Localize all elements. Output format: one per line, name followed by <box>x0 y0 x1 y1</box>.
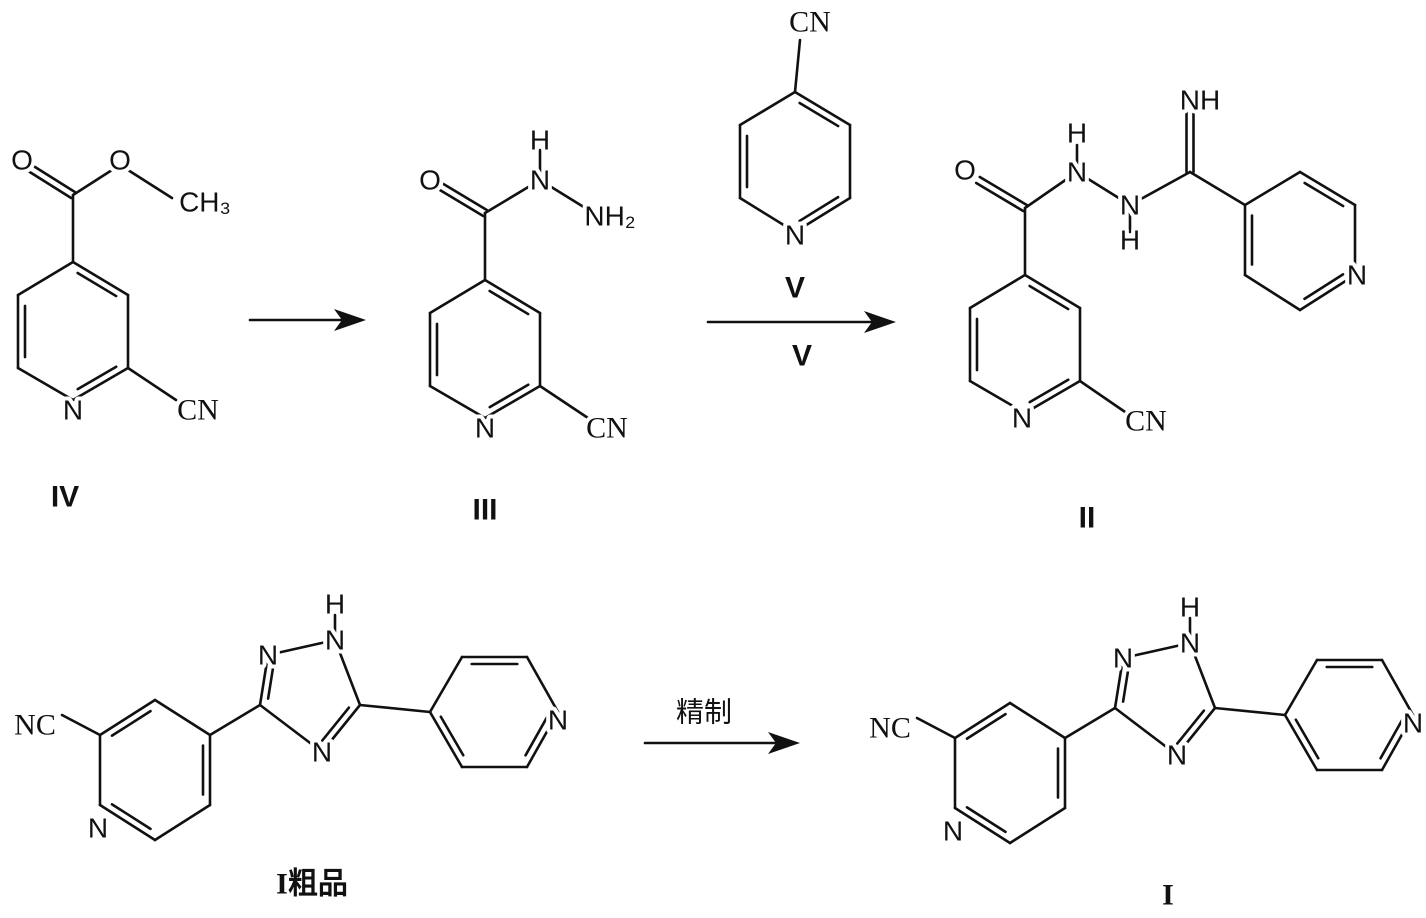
ring-bond <box>795 92 850 125</box>
methyl-group: CH₃ <box>179 187 231 218</box>
hydrazide-hydrogen-2: H <box>1120 225 1140 256</box>
bond <box>62 715 100 735</box>
bond <box>73 170 112 195</box>
triazole-nitrogen-2: N <box>258 640 278 671</box>
double-bond <box>980 177 1027 205</box>
ring-bond <box>1025 275 1080 308</box>
triazole-nitrogen-2: N <box>1113 643 1133 674</box>
ring-bond <box>740 92 795 125</box>
reagent-label-v: V <box>792 340 812 373</box>
ring-bond <box>1245 172 1300 205</box>
ring-bond <box>485 280 540 313</box>
pyridine-nitrogen: N <box>475 413 495 444</box>
ring-bond <box>430 280 485 313</box>
ring-bond <box>1285 715 1317 770</box>
hydrazide-hydrogen-1: H <box>1067 118 1087 149</box>
ring-bond <box>1285 660 1317 715</box>
compound-label-iv: IV <box>51 481 79 514</box>
compound-label-i: I <box>1162 879 1174 912</box>
pyridine-nitrogen: N <box>943 816 963 847</box>
ester-oxygen: O <box>109 145 131 176</box>
ring-bond <box>100 700 155 735</box>
triazole-nitrogen-1: N <box>325 625 345 656</box>
ring-bond <box>155 700 210 735</box>
compound-label-iii: III <box>472 494 497 527</box>
hydrazide-hydrogen: H <box>530 125 550 156</box>
triazole-hydrogen: H <box>325 589 345 620</box>
pyridine-nitrogen: N <box>88 813 108 844</box>
compound-label-ii: II <box>1079 502 1096 535</box>
pyridine-nitrogen: N <box>63 395 83 426</box>
compound-iv: O O CH₃ N CN IV <box>11 145 231 514</box>
hydrazide-nitrogen: N <box>530 165 550 196</box>
cyano-group: CN <box>1125 405 1167 438</box>
ring-bond <box>1245 275 1300 310</box>
bond <box>917 718 955 738</box>
bond <box>1065 708 1115 738</box>
pyridine-nitrogen-2: N <box>1347 260 1367 291</box>
bond <box>210 705 260 735</box>
compound-ii: ONHNHNHNNCNII <box>954 85 1367 535</box>
ring-bond <box>1025 381 1080 413</box>
compound-label-v: V <box>785 272 805 305</box>
carbonyl-oxygen: O <box>419 165 441 196</box>
cyano-group: CN <box>586 412 628 445</box>
ring-bond <box>955 703 1010 738</box>
compound-iii: ONHNH₂NCNIII <box>419 125 636 527</box>
imine-group: NH <box>1180 85 1220 116</box>
ring-bond <box>430 657 462 712</box>
triazole-hydrogen: H <box>1180 592 1200 623</box>
ring-bond <box>430 712 462 767</box>
bond <box>1215 708 1285 715</box>
cyano-group: NC <box>869 712 911 745</box>
arrow-step2: V <box>708 311 896 373</box>
bond <box>128 170 172 198</box>
carbonyl-oxygen: O <box>11 145 33 176</box>
hydrazide-nitrogen-1: N <box>1067 157 1087 188</box>
ring-bond <box>970 275 1025 308</box>
ring-bond <box>18 262 73 295</box>
bond <box>795 40 800 92</box>
refining-condition-label: 精制 <box>676 696 732 729</box>
pyridine-nitrogen-2: N <box>1403 708 1423 739</box>
ring-bond <box>73 262 128 295</box>
pyridine-nitrogen: N <box>785 220 805 251</box>
compound-i: NCNNNHNNI <box>869 592 1423 912</box>
triazole-nitrogen-4: N <box>1167 740 1187 771</box>
cyano-group: CN <box>177 394 219 427</box>
bond <box>540 386 588 418</box>
arrow-step1 <box>250 309 366 331</box>
triazole-nitrogen-1: N <box>1180 628 1200 659</box>
compound-v: CN NV <box>740 6 850 305</box>
cyano-group: CN <box>789 6 831 39</box>
bond <box>360 705 430 712</box>
cyano-group: NC <box>14 709 56 742</box>
hydrazide-nitrogen-2: N <box>1120 190 1140 221</box>
ring-bond <box>955 808 1010 843</box>
triazole-nitrogen-4: N <box>312 737 332 768</box>
pyridine-nitrogen: N <box>1012 403 1032 434</box>
amino-group: NH₂ <box>584 201 635 232</box>
compound-i-crude: NCNNNHNNI粗品 <box>14 589 568 901</box>
ring-bond <box>100 805 155 840</box>
bond <box>128 368 176 400</box>
bond <box>1080 381 1128 414</box>
bond <box>1190 172 1245 205</box>
ring-bond <box>155 805 210 840</box>
ring-bond <box>1300 172 1355 205</box>
ring-bond <box>1010 703 1065 738</box>
carbonyl-oxygen: O <box>954 155 976 186</box>
arrow-step3: 精制 <box>645 696 800 755</box>
compound-label-i-crude: I粗品 <box>276 868 348 901</box>
ring-bond <box>1010 808 1065 843</box>
double-bond <box>976 183 1023 211</box>
pyridine-nitrogen-2: N <box>548 705 568 736</box>
